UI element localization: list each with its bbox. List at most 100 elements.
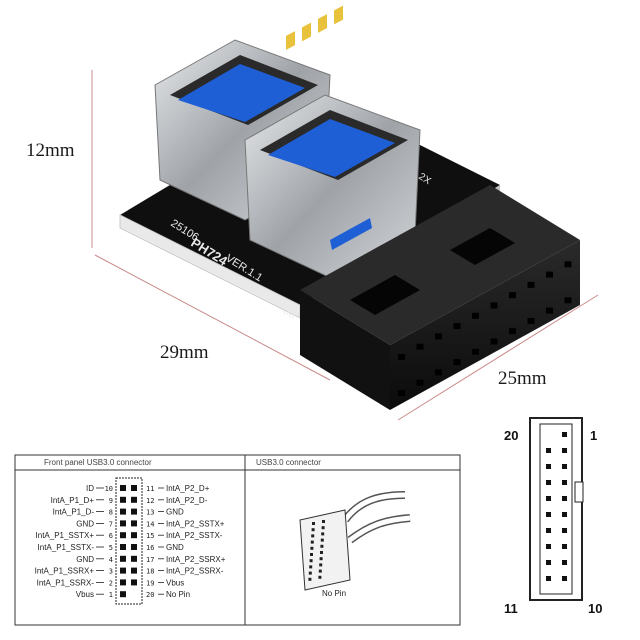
cable-pin — [322, 520, 325, 523]
left-pin-number: 6 — [109, 532, 113, 540]
header-hole — [398, 390, 405, 396]
right-pin-square — [131, 508, 137, 515]
left-pin-square — [120, 485, 126, 491]
cable-pin — [320, 538, 324, 542]
left-pin-number: 4 — [109, 556, 113, 564]
left-pin-number: 5 — [109, 544, 113, 552]
right-pin-number: 18 — [146, 568, 154, 576]
cable-illustration — [299, 491, 411, 591]
left-pin-number: 1 — [109, 591, 113, 599]
header-hole — [472, 312, 479, 319]
right-pin-square — [131, 485, 137, 491]
right-pin-label: Vbus — [166, 578, 184, 587]
diagram-pin — [562, 544, 567, 549]
diagram-pin — [546, 448, 551, 453]
header-hole — [435, 333, 442, 340]
left-pin-number: 7 — [109, 520, 113, 528]
cable-pin — [320, 544, 324, 548]
left-pin-square — [120, 579, 126, 586]
right-pin-label: IntA_P2_D+ — [166, 484, 210, 493]
cable-pin — [309, 559, 313, 563]
cable-pin — [319, 563, 323, 567]
header-hole — [527, 281, 535, 288]
diagram-pin — [562, 480, 567, 485]
cable-pin — [309, 565, 313, 569]
usb-port-front — [244, 5, 421, 281]
right-pin-square — [131, 496, 137, 503]
left-pin-label: IntA_P1_SSRX+ — [35, 567, 95, 576]
right-pin-label: No Pin — [166, 590, 190, 599]
right-pin-label: IntA_P2_SSRX+ — [166, 555, 226, 564]
right-header: USB3.0 connector — [256, 458, 321, 467]
header-hole — [416, 343, 424, 350]
right-pin-label: IntA_P2_SSTX+ — [166, 519, 225, 528]
left-pin-square — [120, 567, 126, 574]
header-hole — [490, 302, 498, 309]
right-pin-label: IntA_P2_SSRX- — [166, 567, 224, 576]
header-hole — [416, 379, 424, 386]
header-hole — [453, 359, 461, 366]
left-pin-square — [120, 532, 126, 539]
cable-pin — [311, 534, 315, 538]
diagram-label-11: 11 — [504, 601, 518, 616]
right-pin-number: 15 — [146, 532, 154, 540]
right-pin-label: IntA_P2_SSTX- — [166, 531, 223, 540]
cable-pin — [321, 526, 325, 530]
header-hole — [564, 297, 572, 304]
header-hole — [564, 261, 572, 268]
diagram-pin — [546, 480, 551, 485]
cable-pin — [308, 577, 312, 581]
diagram-pin — [562, 432, 567, 437]
pinout-table: Front panel USB3.0 connector USB3.0 conn… — [14, 454, 461, 626]
left-pin-label: GND — [76, 555, 94, 564]
diagram-pin — [562, 464, 567, 469]
pin-header-block — [300, 185, 580, 410]
left-pin-label: IntA_P1_D- — [53, 508, 95, 517]
right-pin-square — [131, 544, 137, 550]
diagram-pin — [562, 528, 567, 533]
diagram-pin — [546, 512, 551, 517]
diagram-pin — [546, 464, 551, 469]
left-pin-square — [120, 544, 126, 550]
header-hole — [435, 369, 442, 376]
right-pin-square — [131, 555, 137, 562]
cable-pin — [312, 522, 315, 525]
connector-diagram: 20 1 11 10 — [504, 417, 602, 616]
diagram-label-20: 20 — [504, 428, 518, 443]
length-dimension: 29mm — [160, 342, 209, 363]
diagram-label-1: 1 — [590, 428, 597, 443]
diagram-pin — [546, 576, 551, 581]
left-pin-label: IntA_P1_SSTX- — [38, 543, 95, 552]
width-dimension: 25mm — [498, 368, 547, 389]
left-pin-label: IntA_P1_SSTX+ — [36, 531, 95, 540]
right-pin-number: 13 — [146, 509, 154, 517]
dimension-lines — [91, 70, 599, 421]
right-pin-number: 12 — [146, 497, 154, 505]
header-hole — [546, 307, 553, 314]
header-hole — [509, 292, 516, 299]
left-pin-label: Vbus — [76, 590, 94, 599]
right-pin-square — [131, 579, 137, 586]
left-pin-square — [120, 520, 126, 527]
diagram-pin — [562, 496, 567, 501]
header-hole — [546, 271, 553, 278]
left-pin-square — [120, 591, 126, 598]
left-pin-number: 8 — [109, 509, 113, 517]
cable-pin — [321, 532, 325, 536]
diagram-pin — [562, 512, 567, 517]
cable-pin — [320, 551, 323, 554]
cable-pin — [310, 540, 314, 544]
cable-pin — [310, 546, 314, 550]
header-hole — [398, 354, 405, 360]
header-hole — [490, 338, 498, 345]
diagram-pin — [546, 528, 551, 533]
right-pin-label: GND — [166, 543, 184, 552]
cable-pin — [308, 571, 312, 575]
left-pin-label: GND — [76, 519, 94, 528]
right-pin-number: 20 — [146, 591, 154, 599]
diagram-pin — [562, 576, 567, 581]
right-pin-number: 14 — [146, 520, 154, 528]
right-pin-square — [131, 567, 137, 574]
left-pin-label: ID — [86, 484, 94, 493]
